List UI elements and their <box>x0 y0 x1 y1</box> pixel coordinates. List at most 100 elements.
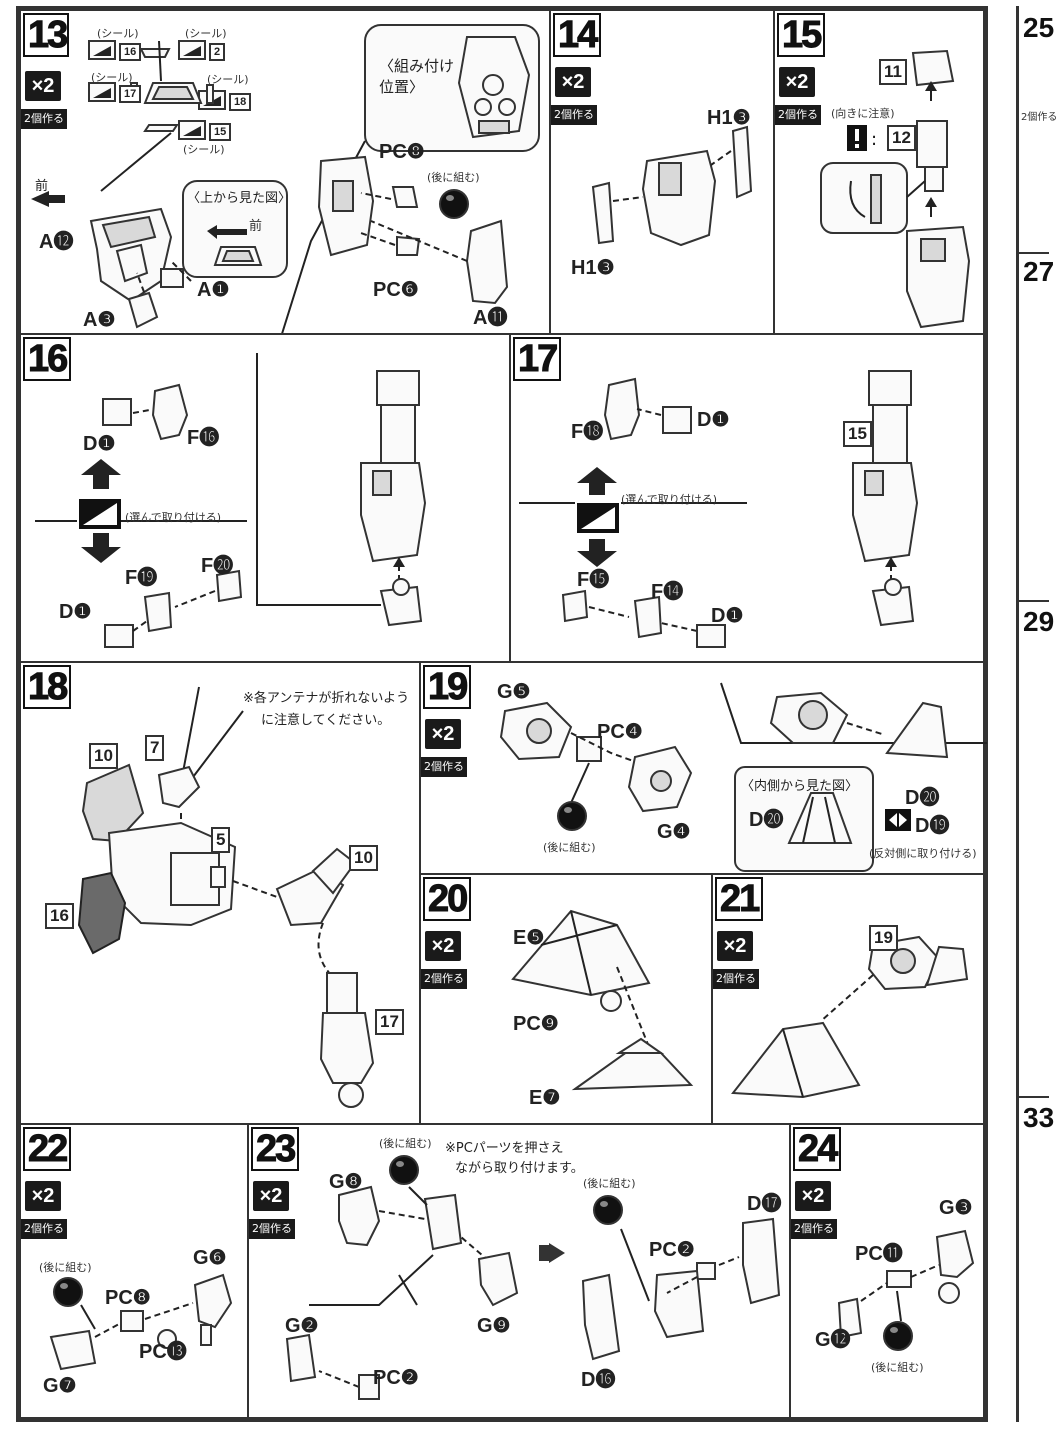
attach-later-marker <box>593 1195 623 1225</box>
step-number: 13 <box>23 13 69 57</box>
step-number: 18 <box>23 665 72 709</box>
quantity-badge: ×2 <box>25 1181 61 1211</box>
caution-line-2: に注意してください。 <box>261 713 391 728</box>
caution-line-1: ※各アンテナが折れないよう <box>243 691 410 706</box>
step-number: 21 <box>715 877 764 921</box>
step-13-panel: 13 ×2 2個作る <box>19 9 551 338</box>
step-19-illustration <box>499 682 987 872</box>
part-label: G❺ <box>497 681 531 703</box>
part-label: D⓰ <box>581 1369 616 1391</box>
svg-text::: : <box>871 129 877 150</box>
quantity-badge: ×2 <box>555 67 591 97</box>
instruction-sheet: 13 ×2 2個作る <box>16 6 988 1422</box>
attach-later-note: (後に組む) <box>871 1361 924 1374</box>
part-label: E❼ <box>529 1087 561 1109</box>
choose-attach-note: (選んで取り付ける) <box>125 511 222 524</box>
ref-number: 7 <box>145 735 165 761</box>
part-label: PC❻ <box>373 279 419 301</box>
quantity-label: 2個作る <box>713 969 759 989</box>
quantity-badge: ×2 <box>795 1181 831 1211</box>
part-label: PC❷ <box>373 1367 419 1389</box>
part-label: PC❽ <box>105 1287 151 1309</box>
edge-step-number: 33 <box>1023 1102 1055 1133</box>
part-label: G❷ <box>285 1315 319 1337</box>
part-label: F⓯ <box>577 569 610 591</box>
step-number: 16 <box>23 337 72 381</box>
step-20-illustration <box>511 909 694 1091</box>
step-14-panel: 14 ×2 2個作る H1❸ H1❸ <box>549 9 775 335</box>
part-label: D⓳ <box>915 815 950 837</box>
part-label: D❶ <box>83 433 116 455</box>
quantity-badge: ×2 <box>253 1181 289 1211</box>
seal-number: 2 <box>209 43 226 61</box>
step-number: 24 <box>793 1127 842 1171</box>
part-label: PC⓭ <box>139 1341 187 1363</box>
part-label: H1❸ <box>707 107 751 129</box>
part-label: G❻ <box>193 1247 227 1269</box>
ref-number: 5 <box>211 827 231 853</box>
step-22-panel: 22 ×2 2個作る (後に組む) PC❽ G❻ PC⓭ G❼ <box>19 1123 249 1419</box>
attach-later-note-2: (後に組む) <box>583 1177 636 1190</box>
quantity-label: 2個作る <box>551 105 597 125</box>
ref-number: 12 <box>887 125 916 151</box>
step-18-illustration <box>77 686 375 1108</box>
step-24-panel: 24 ×2 2個作る (後に組む) G❸ PC⓫ G⓬ <box>789 1123 985 1419</box>
step-number: 14 <box>553 13 602 57</box>
attach-later-marker <box>389 1155 419 1185</box>
step-13-illustration <box>31 24 540 338</box>
quantity-badge: ×2 <box>25 71 61 101</box>
step-17-illustration <box>519 370 919 648</box>
step-number: 22 <box>23 1127 72 1171</box>
attach-later-marker <box>557 801 587 831</box>
part-label: F⓴ <box>201 555 234 577</box>
part-label: A❸ <box>83 309 116 331</box>
step-number: 17 <box>513 337 562 381</box>
step-number: 15 <box>777 13 826 57</box>
quantity-badge: ×2 <box>717 931 753 961</box>
seal-label-3: (シール) <box>91 71 133 84</box>
opposite-side-note: (反対側に取り付ける) <box>869 847 977 860</box>
seal-label-1: (シール) <box>97 27 139 40</box>
part-label: PC❷ <box>649 1239 695 1261</box>
edge-badge: 2個作る <box>1021 112 1057 123</box>
seal-number: 18 <box>229 93 252 111</box>
step-15-panel: 15 ×2 2個作る (向きに注意) 11 12 : <box>773 9 985 335</box>
step-14-illustration <box>591 125 753 247</box>
quantity-badge: ×2 <box>779 67 815 97</box>
seal-label-2: (シール) <box>185 27 227 40</box>
edge-step-number: 27 <box>1023 256 1055 287</box>
step-17-panel: 17 15 (選んで取り付ける) F⓲ D❶ <box>509 333 985 663</box>
part-label: PC⓫ <box>855 1243 903 1265</box>
next-page-edge: 25 27 29 33 2個作る <box>1016 6 1057 1422</box>
part-label: PC❹ <box>597 721 643 743</box>
ref-number: 16 <box>45 903 74 929</box>
step-20-panel: 20 ×2 2個作る E❺ PC❾ E❼ <box>419 873 713 1125</box>
part-label: D❶ <box>59 601 92 623</box>
part-label: PC❾ <box>513 1013 559 1035</box>
quantity-label: 2個作る <box>249 1219 295 1239</box>
quantity-badge: ×2 <box>425 719 461 749</box>
step-18-panel: 18 ※各アンテナが折れないよう に注意してください。 10 7 5 16 10… <box>19 661 421 1125</box>
part-label: F⓳ <box>125 567 158 589</box>
assembly-position-caption: 〈組み付け位置〉 <box>379 57 455 96</box>
seal-number: 15 <box>209 123 232 141</box>
ref-number: 10 <box>89 743 118 769</box>
part-label: F⓮ <box>651 581 684 603</box>
part-label: A❶ <box>197 279 230 301</box>
part-label: PC❽ <box>379 141 425 163</box>
step-23-illustration <box>285 1185 781 1400</box>
choose-attach-note: (選んで取り付ける) <box>621 493 718 506</box>
step-22-illustration <box>49 1273 233 1371</box>
edge-step-number: 29 <box>1023 606 1055 637</box>
inner-view-caption: 〈内側から見た図〉 <box>741 779 859 794</box>
part-label: G❸ <box>939 1197 973 1219</box>
step-23-panel: 23 ×2 2個作る (後に組む) ※PCパーツを押さえ ながら取り付けます。 … <box>247 1123 791 1419</box>
edge-step-number: 25 <box>1023 12 1055 43</box>
step-19-panel: 19 ×2 2個作る (後に組む) G❺ PC❹ G❹ D⓴ D⓴ <box>419 661 987 875</box>
step-24-illustration <box>837 1229 975 1339</box>
ref-number: 19 <box>869 925 898 951</box>
seal-label-5: (シール) <box>183 143 225 156</box>
quantity-label: 2個作る <box>791 1219 837 1239</box>
part-label: F⓲ <box>571 421 604 443</box>
step-number: 20 <box>423 877 472 921</box>
